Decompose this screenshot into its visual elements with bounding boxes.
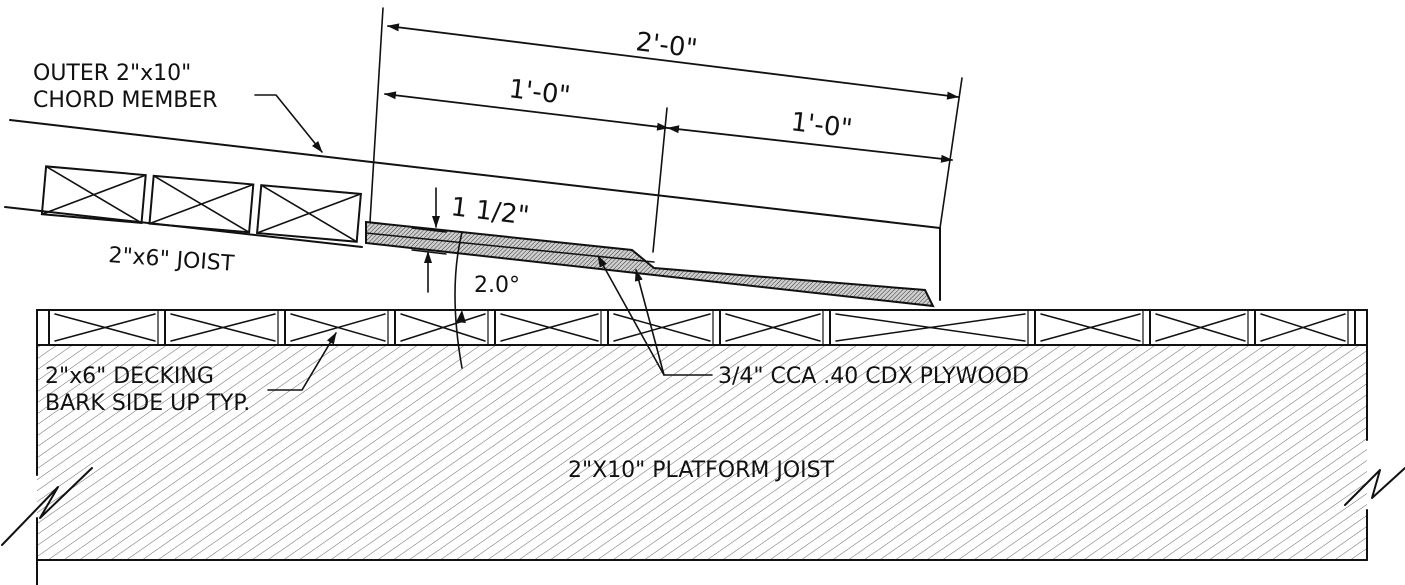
joist-2x6-group <box>40 165 362 243</box>
platform-joist-label: 2"X10" PLATFORM JOIST <box>568 458 835 483</box>
decking-label-line2: BARK SIDE UP TYP. <box>45 391 250 416</box>
decking-label-line1: 2"x6" DECKING <box>45 364 214 389</box>
decking-board-cross <box>170 313 276 342</box>
decking-board-cross <box>613 313 711 342</box>
decking-board-cross <box>54 313 156 342</box>
decking-leader <box>267 332 337 391</box>
right-break-symbol <box>1344 467 1405 506</box>
angle-arc <box>454 231 463 369</box>
decking-row <box>36 309 1368 346</box>
plywood-wedge <box>365 220 935 308</box>
dimension-line-left <box>384 91 669 131</box>
platform-joist <box>36 344 1368 585</box>
angle-label: 2.0° <box>474 273 520 298</box>
dimension-left-label: 1'-0" <box>507 74 572 111</box>
left-break-symbol <box>1 467 93 546</box>
dimension-overall-label: 2'-0" <box>634 27 699 64</box>
dimension-right-label: 1'-0" <box>789 107 854 144</box>
dimension-line-right <box>667 125 953 163</box>
chord-label-line2: CHORD MEMBER <box>33 88 218 113</box>
decking-boards <box>54 309 1356 346</box>
decking-board-cross <box>835 313 1026 342</box>
dimension-line-overall <box>387 23 959 100</box>
joist-bottom-line <box>4 206 363 248</box>
decking-board-cross <box>1260 313 1346 342</box>
chord-leader <box>254 94 323 153</box>
decking-board-cross <box>400 313 486 342</box>
decking-board-cross <box>500 313 599 342</box>
chord-member-line <box>9 119 941 229</box>
thickness-label: 1 1/2" <box>449 192 531 231</box>
decking-board-cross <box>1155 313 1246 342</box>
decking-board-cross <box>1040 313 1141 342</box>
chord-label-line1: OUTER 2"x10" <box>33 61 191 86</box>
decking-board-cross <box>725 313 821 342</box>
plywood-label: 3/4" CCA .40 CDX PLYWOOD <box>718 364 1029 389</box>
decking-board-cross <box>290 313 386 342</box>
joist-2x6-label: 2"x6" JOIST <box>108 243 236 277</box>
